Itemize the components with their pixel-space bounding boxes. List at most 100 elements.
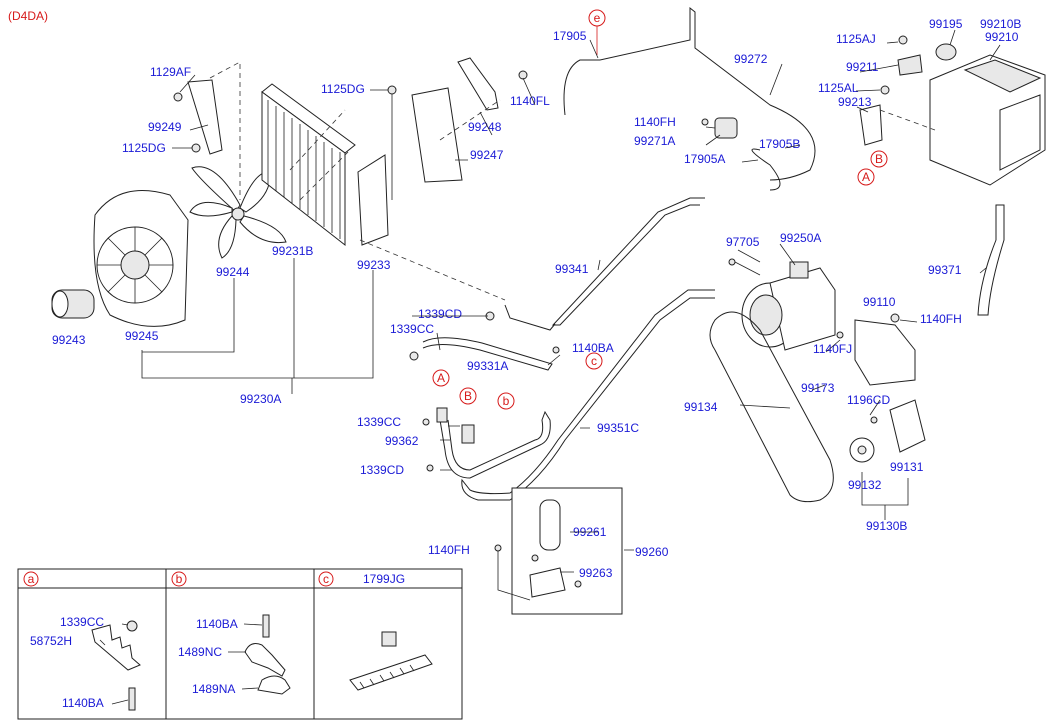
fitting-A-shape bbox=[436, 407, 448, 423]
engine-code: (D4DA) bbox=[8, 9, 48, 23]
detail-table: a b c 1799JG 1339CC 58752H 1140BA 1140BA… bbox=[17, 568, 463, 720]
label-99210B: 99210B bbox=[980, 17, 1021, 31]
label-1125DG-top: 1125DG bbox=[321, 82, 365, 96]
group-99130B-bracket bbox=[861, 472, 909, 520]
label-99195: 99195 bbox=[929, 17, 963, 31]
bracket-99248-shape bbox=[457, 57, 499, 111]
bolt-1140FH-shape bbox=[701, 118, 709, 126]
bracket-99110-shape bbox=[854, 319, 916, 386]
label-99130B: 99130B bbox=[866, 519, 907, 533]
bolt-1140FH-c-shape bbox=[494, 544, 502, 552]
label-1339CD-b: 1339CD bbox=[360, 463, 404, 477]
clip-58752H-shape bbox=[91, 624, 141, 671]
pipe-99341-shape bbox=[551, 197, 705, 326]
bolt-1140BA-detail-shape bbox=[128, 687, 136, 711]
label-99362: 99362 bbox=[385, 434, 419, 448]
bracket-99233-shape bbox=[357, 154, 389, 246]
bracket-99263-shape bbox=[529, 567, 566, 598]
bolt-1140BA-b-detail-shape bbox=[262, 614, 270, 638]
label-99244: 99244 bbox=[216, 265, 250, 279]
label-99230A: 99230A bbox=[240, 392, 281, 406]
label-1125DG-left: 1125DG bbox=[122, 141, 166, 155]
label-99250A: 99250A bbox=[780, 231, 821, 245]
tensioner-99131-shape bbox=[889, 399, 926, 453]
bolt-1125DG-top-shape bbox=[387, 85, 397, 95]
svg-text:B: B bbox=[464, 389, 472, 403]
bolt-1196CD-shape bbox=[870, 416, 878, 424]
label-99263: 99263 bbox=[579, 566, 613, 580]
label-1339CC-b: 1339CC bbox=[357, 415, 401, 429]
detail-label-1140BA: 1140BA bbox=[62, 696, 104, 710]
label-1129AF: 1129AF bbox=[150, 65, 191, 79]
label-99248: 99248 bbox=[468, 120, 502, 134]
label-17905: 17905 bbox=[553, 29, 587, 43]
fan-blade-99244-shape bbox=[189, 166, 287, 259]
group-99230A-bracket bbox=[141, 258, 374, 394]
nut-1339CC-detail-shape bbox=[126, 620, 138, 632]
label-99245: 99245 bbox=[125, 329, 159, 343]
bolt-1140FH-b-shape bbox=[890, 313, 900, 323]
svg-text:c: c bbox=[591, 354, 597, 368]
detail-label-1489NC: 1489NC bbox=[178, 645, 222, 659]
detail-a-leaders bbox=[99, 623, 129, 705]
label-1140FL: 1140FL bbox=[510, 94, 550, 108]
heater-unit-99210-shape bbox=[929, 43, 1046, 186]
label-99249: 99249 bbox=[148, 120, 182, 134]
belt-99134-shape bbox=[709, 311, 834, 503]
label-99131: 99131 bbox=[890, 460, 924, 474]
bolt-1140FH-c-line bbox=[497, 550, 531, 601]
svg-text:A: A bbox=[862, 170, 870, 184]
label-1125AL: 1125AL bbox=[818, 81, 859, 95]
leader-lines bbox=[172, 29, 1001, 573]
bolt-1129AF-shape bbox=[173, 92, 183, 102]
label-1339CD-a: 1339CD bbox=[418, 307, 462, 321]
cable-tie-1799JG-shape bbox=[349, 654, 433, 691]
label-1196CD: 1196CD bbox=[847, 393, 890, 407]
cable-99272-shape bbox=[599, 6, 816, 181]
label-1140BA-a: 1140BA bbox=[572, 341, 614, 355]
pipe-99341-end bbox=[504, 304, 556, 331]
detail-table-frame bbox=[17, 568, 463, 720]
nut-1339CD-b-shape bbox=[426, 464, 434, 472]
label-99243: 99243 bbox=[52, 333, 86, 347]
bracket-99211-shape bbox=[897, 54, 923, 76]
label-1140FH-b: 1140FH bbox=[920, 312, 962, 326]
label-99260: 99260 bbox=[635, 545, 669, 559]
callout-c-pipe: c bbox=[585, 352, 603, 370]
pipe-99351C-shape bbox=[461, 289, 715, 501]
bracket-99249-shape bbox=[187, 79, 223, 155]
leader-dash-2 bbox=[359, 239, 506, 301]
cable-17905A-shape bbox=[751, 148, 781, 191]
label-17905B: 17905B bbox=[759, 137, 800, 151]
nut-1339CC-b-shape bbox=[422, 418, 430, 426]
callout-e: e bbox=[588, 9, 606, 55]
bolt-1125AJ-shape bbox=[898, 35, 908, 45]
detail-c-badge bbox=[318, 571, 334, 587]
nut-1339CC-shape bbox=[409, 351, 419, 361]
bolt-97705-line bbox=[734, 261, 761, 276]
detail-label-1489NA: 1489NA bbox=[192, 682, 235, 696]
detail-label-1140BA-b: 1140BA bbox=[196, 617, 238, 631]
label-99211: 99211 bbox=[846, 60, 879, 74]
label-99341: 99341 bbox=[555, 262, 589, 276]
label-1125AJ: 1125AJ bbox=[836, 32, 876, 46]
callout-B-pipe: B bbox=[459, 387, 477, 405]
dash-99213 bbox=[879, 109, 936, 131]
label-99271A: 99271A bbox=[634, 134, 675, 148]
detail-label-58752H: 58752H bbox=[30, 634, 72, 648]
detail-a-key: a bbox=[28, 572, 35, 586]
detail-b-leaders bbox=[228, 623, 263, 690]
cable-tie-ribs bbox=[359, 664, 415, 689]
actuator-99213-shape bbox=[859, 104, 883, 146]
bolt-drier-shape bbox=[531, 554, 539, 562]
bolt-1140FJ-shape bbox=[836, 331, 844, 339]
label-1140FH-a: 1140FH bbox=[634, 115, 676, 129]
drier-99261-shape bbox=[539, 499, 561, 551]
label-99247: 99247 bbox=[470, 148, 504, 162]
bolt-1125DG-shape bbox=[191, 143, 201, 153]
label-99132: 99132 bbox=[848, 478, 882, 492]
shroud-hub-shape bbox=[120, 250, 150, 280]
compressor-99250A-shape bbox=[741, 261, 836, 351]
label-99213: 99213 bbox=[838, 95, 872, 109]
